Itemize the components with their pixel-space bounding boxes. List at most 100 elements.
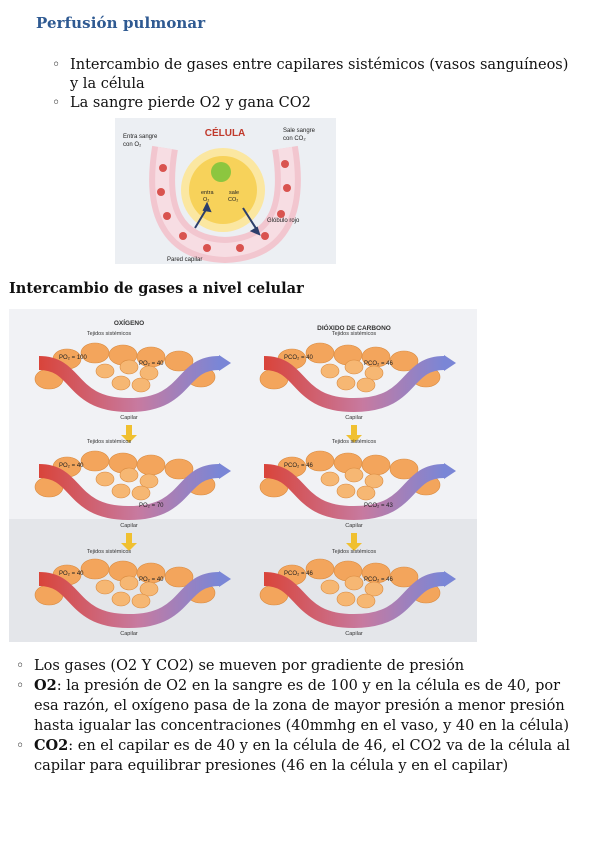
label-sale: sale [229, 190, 239, 196]
bullet-item: La sangre pierde O2 y gana CO2 [52, 94, 580, 113]
tissue-cell [356, 485, 376, 501]
pressure-label: PCO₂ = 46 [284, 571, 314, 577]
top-bullet-list: Intercambio de gases entre capilares sis… [52, 56, 580, 113]
down-arrow-head-icon [121, 435, 137, 443]
tissue-cell [356, 593, 376, 609]
tissue-cell [95, 363, 115, 379]
tissue-cell [111, 591, 131, 607]
tissue-cell [344, 359, 364, 375]
label-o2: O₂ [203, 197, 209, 203]
tissue-cell [139, 365, 159, 381]
capillary-tube [263, 464, 445, 521]
tissue-label: Tejidos sistémicos [332, 549, 377, 555]
tissue-cell [389, 458, 419, 480]
pressure-label: PCO₂ = 46 [364, 361, 394, 367]
tissue-cell [320, 471, 340, 487]
down-arrow-head-icon [121, 543, 137, 551]
label-co2: CO₂ [228, 197, 238, 203]
capillary-tube [38, 572, 220, 629]
tissue-label: Tejidos sistémicos [87, 549, 132, 555]
tissue-cell [139, 473, 159, 489]
down-arrow-icon [351, 533, 357, 543]
tissue-cell [364, 473, 384, 489]
capillary-tube [263, 572, 445, 629]
bottom-bullet-list: Los gases (O2 Y CO2) se mueven por gradi… [16, 656, 574, 776]
bullet-item: Los gases (O2 Y CO2) se mueven por gradi… [16, 656, 574, 676]
flow-arrow-icon [444, 571, 456, 587]
page-title: Perfusión pulmonar [36, 14, 206, 32]
capillary-tube [38, 464, 220, 521]
co2-title: DIÓXIDO DE CARBONO [317, 323, 391, 332]
capillary-lumen [155, 146, 295, 258]
pressure-label: PCO₂ = 40 [284, 355, 314, 361]
tissue-label: Tejidos sistémicos [332, 439, 377, 445]
down-arrow-icon [126, 533, 132, 543]
capillary-label: Capilar [120, 631, 138, 637]
tissue-cell [389, 566, 419, 588]
bullet-bold-co2: CO2 [34, 737, 69, 754]
tissue-cell [336, 375, 356, 391]
tissue-cell [111, 483, 131, 499]
pressure-label: PO₂ = 40 [59, 463, 84, 469]
bullet-item: Intercambio de gases entre capilares sis… [52, 56, 580, 94]
tissue-cell [389, 350, 419, 372]
tissue-cell [364, 581, 384, 597]
tissue-cell [164, 566, 194, 588]
pressure-label: PO₂ = 40 [139, 577, 164, 583]
down-arrow-head-icon [346, 543, 362, 551]
bullet-lead: Los gases (O2 Y CO2) se mueven por gradi… [34, 658, 465, 674]
down-arrow-head-icon [346, 435, 362, 443]
capillary-tube [38, 356, 220, 413]
tissue-cell [164, 458, 194, 480]
capillary-label: Capilar [120, 415, 138, 421]
pressure-label: PCO₂ = 46 [284, 463, 314, 469]
pressure-label: PO₂ = 40 [139, 361, 164, 367]
cell-title: CÉLULA [205, 126, 246, 139]
capillary-label: Capilar [345, 631, 363, 637]
tissue-cell [344, 575, 364, 591]
label-entra-sangre: Entra sangre [123, 134, 158, 140]
tissue-cell [119, 575, 139, 591]
down-arrow-icon [126, 425, 132, 435]
bullet-text-co2: : en el capilar es de 40 y en la célula … [34, 738, 571, 774]
pressure-label: PO₂ = 70 [139, 503, 164, 509]
tissue-cell [80, 450, 110, 472]
bullet-item: CO2: en el capilar es de 40 y en la célu… [16, 736, 574, 776]
pressure-label: PCO₂ = 46 [364, 577, 394, 583]
co2-panel: PCO₂ = 46 PCO₂ = 46 Tejidos sistémicosCapi… [259, 549, 456, 637]
label-entra: entra [201, 190, 214, 196]
flow-arrow-icon [219, 571, 231, 587]
tissue-cell [131, 485, 151, 501]
tissue-label: Tejidos sistémicos [87, 439, 132, 445]
tissue-cell [131, 377, 151, 393]
tissue-cell [336, 483, 356, 499]
exchange-arrows-icon [194, 201, 261, 236]
down-arrow-icon [351, 425, 357, 435]
tissue-label: Tejidos sistémicos [332, 331, 377, 337]
tissue-cell [119, 359, 139, 375]
bullet-bold-o2: O2 [34, 677, 57, 694]
flow-arrow-icon [444, 463, 456, 479]
capillary-tube [263, 356, 445, 413]
tissue-cell [80, 558, 110, 580]
bullet-item: O2: la presión de O2 en la sangre es de … [16, 676, 574, 736]
tissue-label: Tejidos sistémicos [87, 331, 132, 337]
tissue-cell [356, 377, 376, 393]
tissue-cell [139, 581, 159, 597]
gas-exchange-figure: OXÍGENO DIÓXIDO DE CARBONO PO₂ = 100PO₂ … [9, 309, 477, 642]
tissue-cell [119, 467, 139, 483]
label-pared: Pared capilar [167, 257, 202, 263]
bullet-text-o2: : la presión de O2 en la sangre es de 10… [34, 678, 569, 734]
tissue-cell [344, 467, 364, 483]
tissue-cell [95, 579, 115, 595]
label-globulo: Glóbulo rojo [267, 218, 300, 224]
flow-arrow-icon [444, 355, 456, 371]
label-sale-sangre: Sale sangre [283, 128, 316, 134]
flow-arrow-icon [219, 463, 231, 479]
tissue-cell [95, 471, 115, 487]
